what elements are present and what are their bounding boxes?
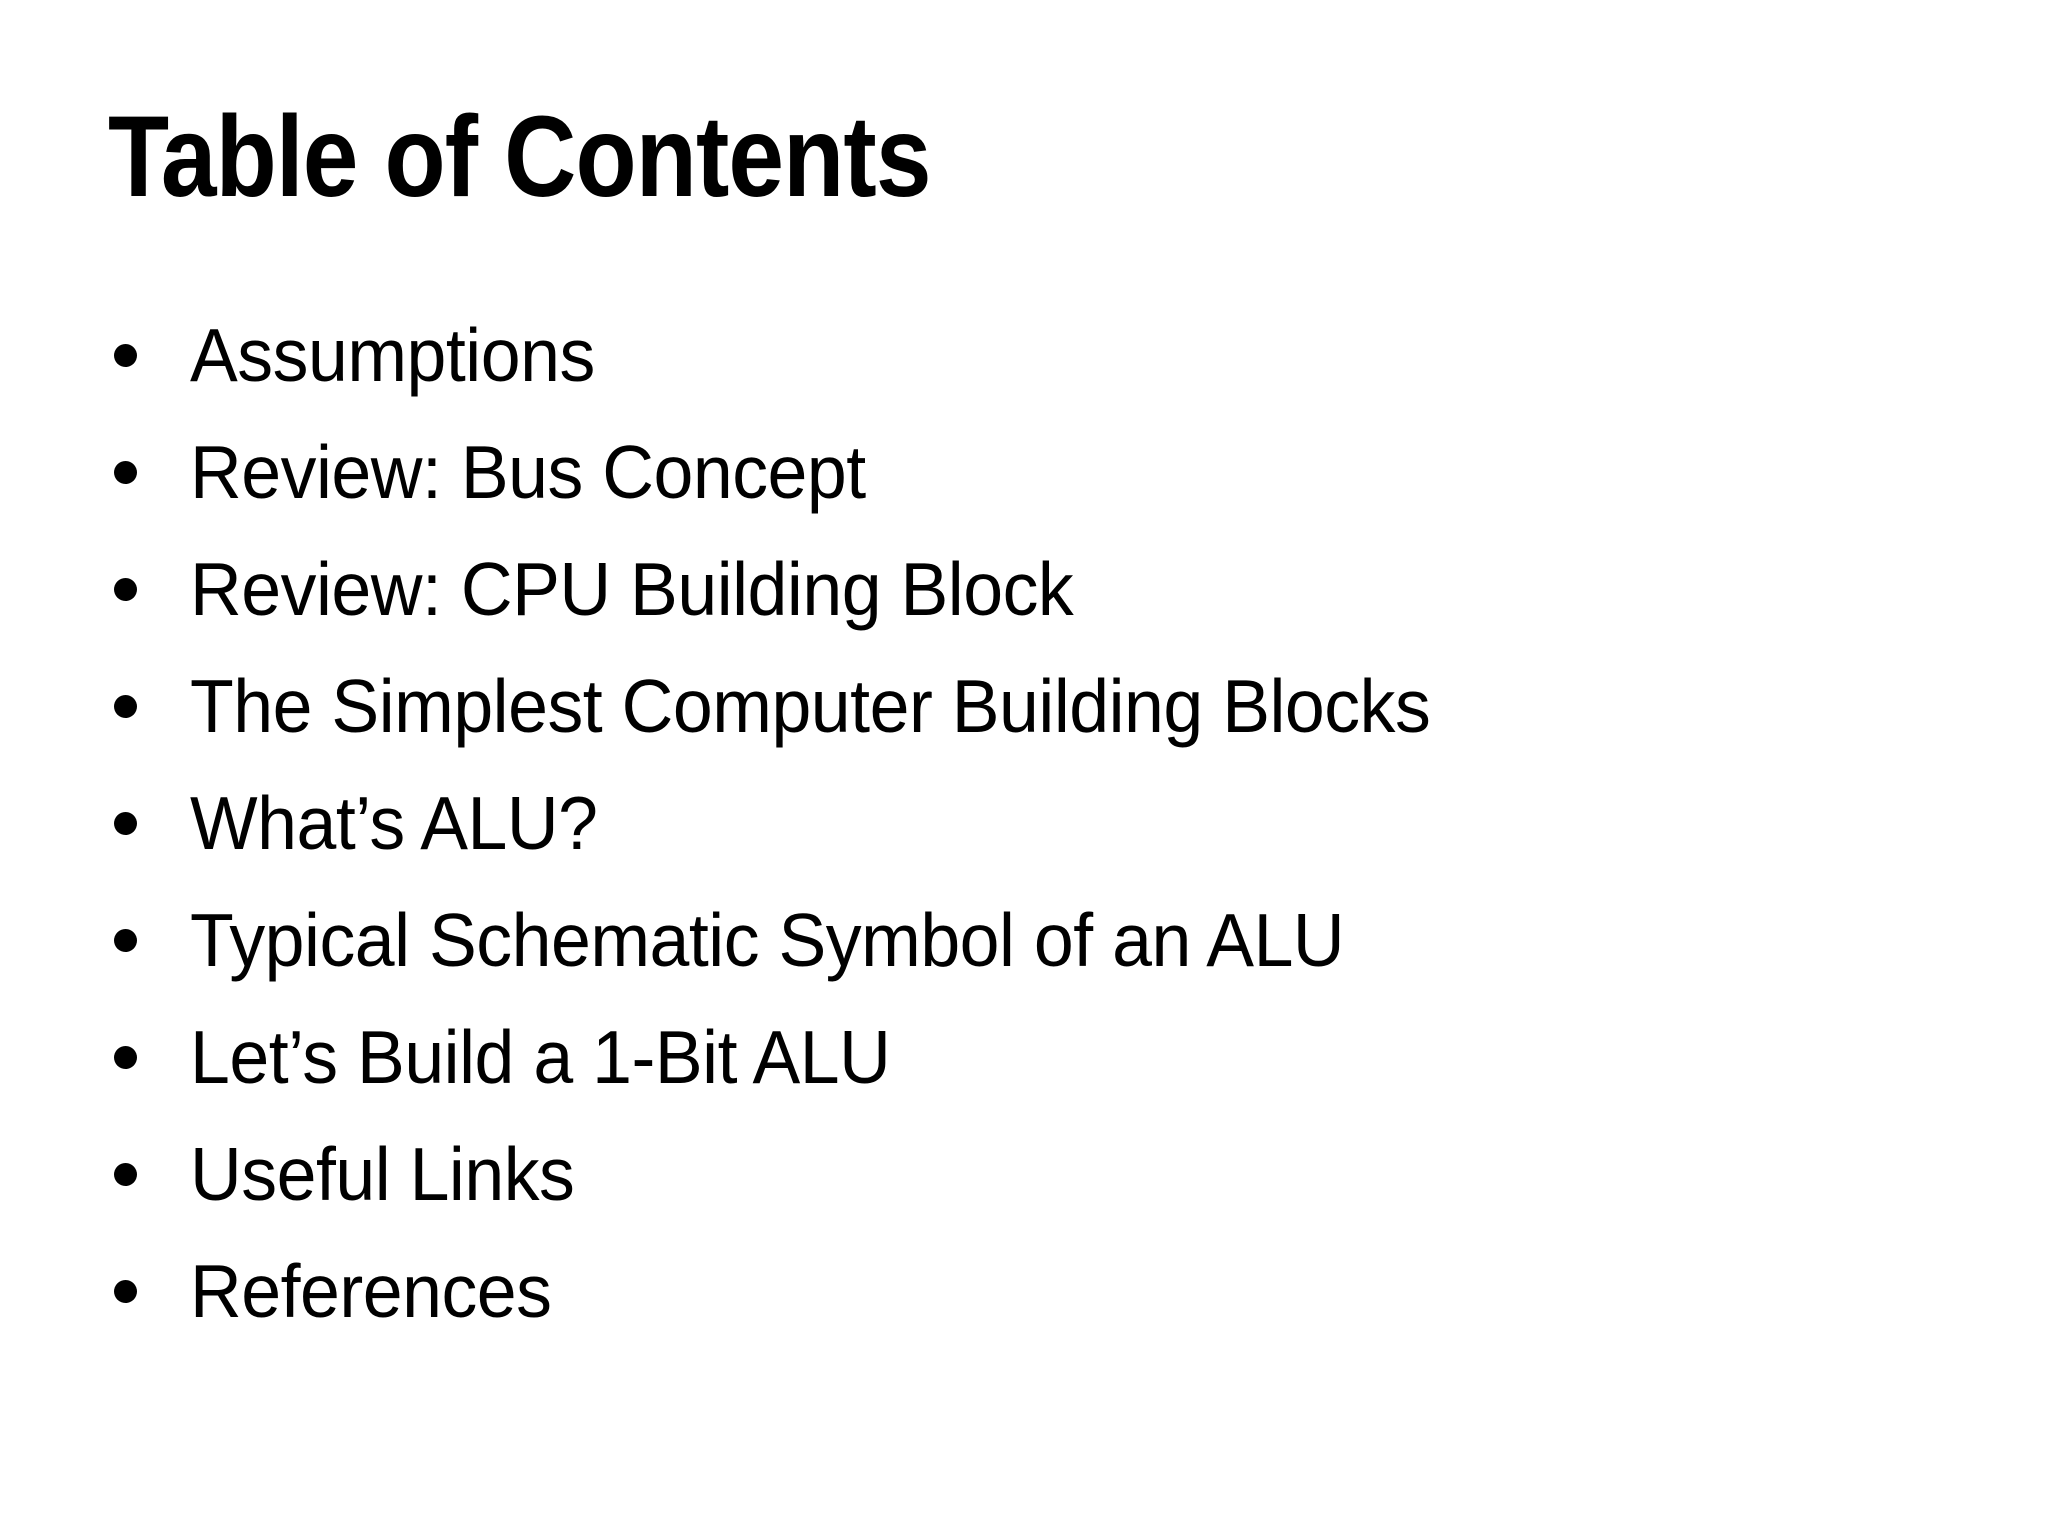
list-item: Assumptions	[0, 297, 1489, 414]
list-item: Useful Links	[0, 1116, 1489, 1233]
list-item: What’s ALU?	[0, 765, 1489, 882]
toc-item-label: What’s ALU?	[190, 781, 598, 866]
toc-item-label: Assumptions	[190, 313, 595, 398]
bullet-icon	[114, 812, 137, 835]
list-item: References	[0, 1233, 1489, 1350]
bullet-icon	[114, 578, 137, 601]
toc-item-label: Useful Links	[190, 1132, 575, 1217]
bullet-icon	[114, 695, 137, 718]
toc-item-label: Review: Bus Concept	[190, 430, 866, 515]
list-item: The Simplest Computer Building Blocks	[0, 648, 1489, 765]
list-item: Typical Schematic Symbol of an ALU	[0, 882, 1489, 999]
bullet-icon	[114, 1280, 137, 1303]
toc-list: Assumptions Review: Bus Concept Review: …	[0, 297, 1489, 1350]
bullet-icon	[114, 1163, 137, 1186]
toc-item-label: The Simplest Computer Building Blocks	[190, 664, 1431, 749]
toc-item-label: References	[190, 1249, 552, 1334]
list-item: Review: CPU Building Block	[0, 531, 1489, 648]
bullet-icon	[114, 1046, 137, 1069]
toc-item-label: Let’s Build a 1-Bit ALU	[190, 1015, 891, 1100]
bullet-icon	[114, 929, 137, 952]
list-item: Let’s Build a 1-Bit ALU	[0, 999, 1489, 1116]
page-title: Table of Contents	[108, 93, 932, 221]
bullet-icon	[114, 344, 137, 367]
toc-item-label: Typical Schematic Symbol of an ALU	[190, 898, 1345, 983]
bullet-icon	[114, 461, 137, 484]
list-item: Review: Bus Concept	[0, 414, 1489, 531]
toc-item-label: Review: CPU Building Block	[190, 547, 1074, 632]
